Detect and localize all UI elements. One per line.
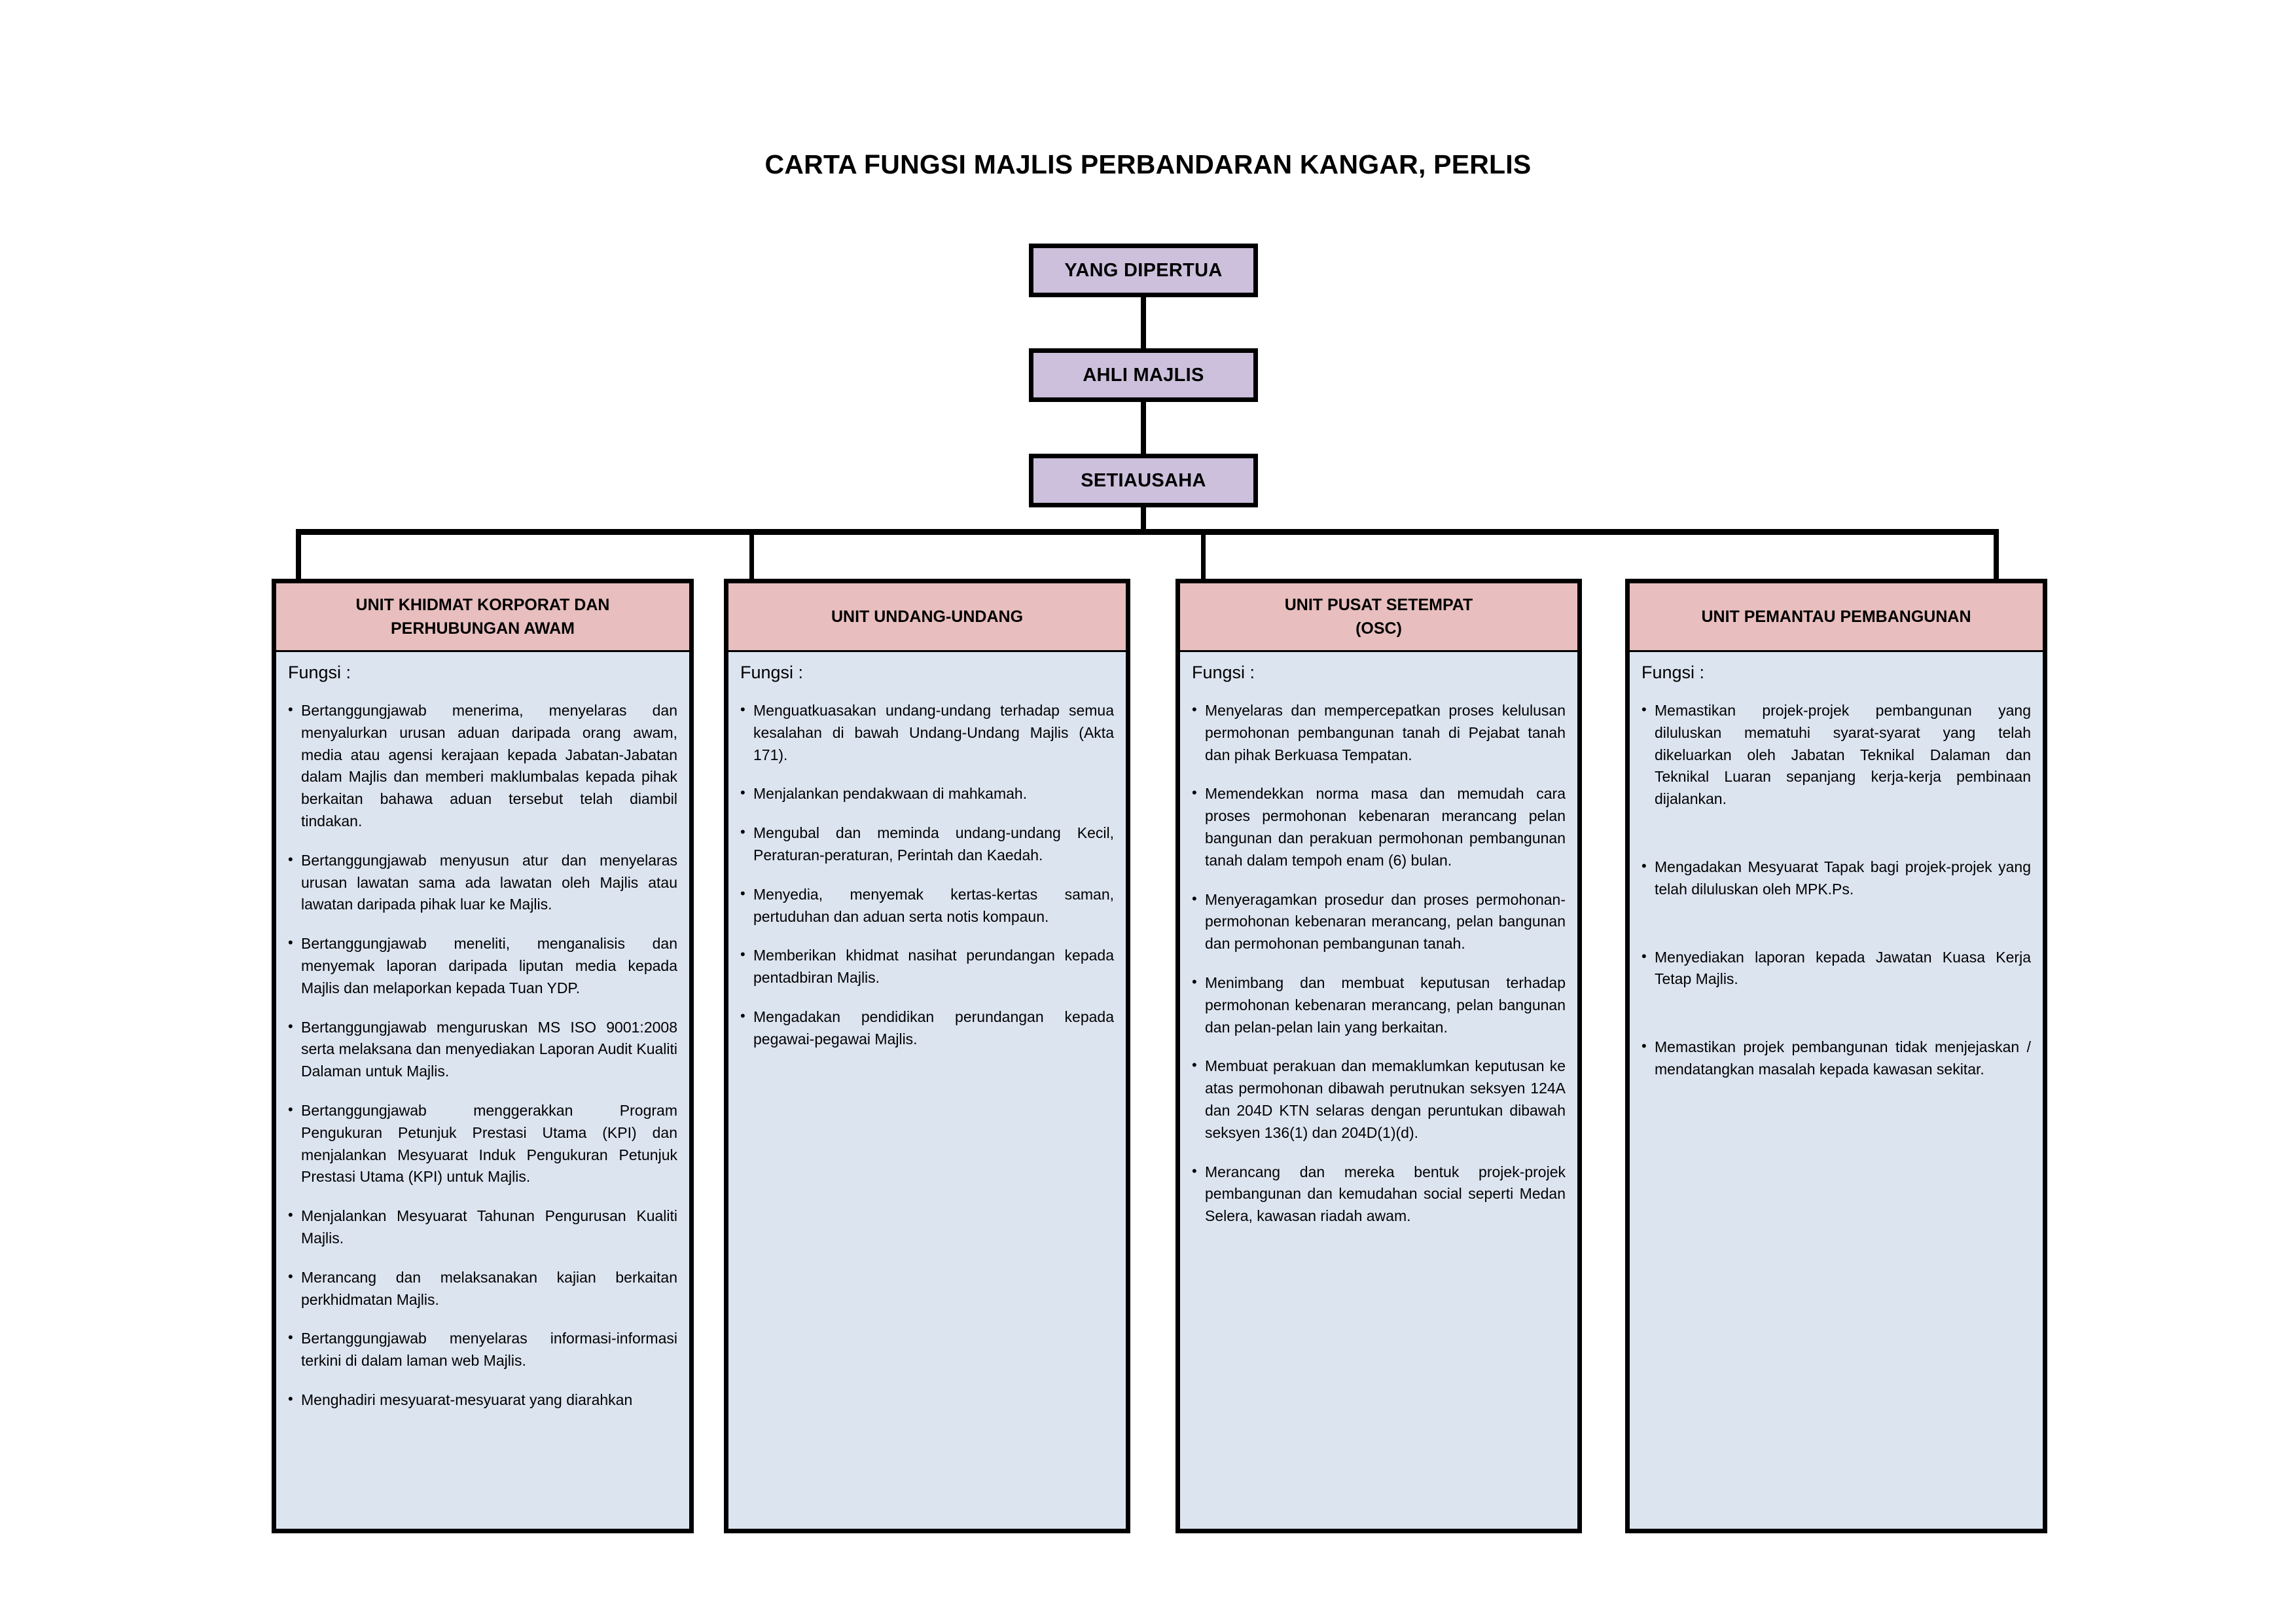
connector-drop-unit-1 [296,529,301,581]
connector-drop-unit-4 [1994,529,1999,581]
list-item: Menghadiri mesyuarat-mesyuarat yang diar… [288,1389,677,1412]
list-item: Bertanggungjawab menerima, menyelaras da… [288,699,677,833]
list-item: Mengadakan Mesyuarat Tapak bagi projek-p… [1641,856,2031,901]
list-item: Bertanggungjawab meneliti, menganalisis … [288,932,677,999]
list-item: Memastikan projek pembangunan tidak menj… [1641,1036,2031,1081]
connector-drop-unit-3 [1201,529,1206,581]
unit-title-line-2: (OSC) [1355,619,1402,638]
fungsi-label: Fungsi : [288,663,351,682]
fungsi-label: Fungsi : [740,663,804,682]
fungsi-label: Fungsi : [1192,663,1255,682]
list-item: Menjalankan pendakwaan di mahkamah. [740,782,1114,805]
list-item: Memendekkan norma masa dan memudah cara … [1192,782,1566,871]
list-item: Menjalankan Mesyuarat Tahunan Pengurusan… [288,1205,677,1250]
connector-horizontal-bus [296,529,1999,535]
list-item: Menguatkuasakan undang-undang terhadap s… [740,699,1114,766]
unit-title-line-2: PERHUBUNGAN AWAM [390,619,575,638]
org-box-yang-dipertua: YANG DIPERTUA [1029,244,1258,297]
unit-header-undang-undang: UNIT UNDANG-UNDANG [728,583,1126,652]
org-box-setiausaha-label: SETIAUSAHA [1081,469,1206,491]
unit-title-line-1: UNIT PUSAT SETEMPAT [1284,595,1473,614]
unit-body-undang-undang: Fungsi : Menguatkuasakan undang-undang t… [728,652,1126,1529]
unit-title-line-1: UNIT PEMANTAU PEMBANGUNAN [1701,607,1971,626]
list-item: Mengadakan pendidikan perundangan kepada… [740,1006,1114,1051]
unit-title-line-1: UNIT UNDANG-UNDANG [831,607,1024,626]
unit-header-pusat-setempat: UNIT PUSAT SETEMPAT (OSC) [1180,583,1577,652]
function-list-pusat-setempat: Menyelaras dan mempercepatkan proses kel… [1192,699,1566,1228]
unit-header-khidmat-korporat: UNIT KHIDMAT KORPORAT DAN PERHUBUNGAN AW… [276,583,689,652]
list-item: Menimbang dan membuat keputusan terhadap… [1192,972,1566,1038]
connector-ydp-to-ahli-majlis [1141,297,1146,348]
unit-header-pemantau-pembangunan: UNIT PEMANTAU PEMBANGUNAN [1630,583,2043,652]
list-item: Bertanggungjawab menguruskan MS ISO 9001… [288,1016,677,1083]
unit-body-pusat-setempat: Fungsi : Menyelaras dan mempercepatkan p… [1180,652,1577,1529]
list-item: Merancang dan melaksanakan kajian berkai… [288,1266,677,1311]
unit-body-pemantau-pembangunan: Fungsi : Memastikan projek-projek pemban… [1630,652,2043,1529]
connector-drop-unit-2 [749,529,754,581]
unit-column-khidmat-korporat: UNIT KHIDMAT KORPORAT DAN PERHUBUNGAN AW… [272,579,694,1533]
function-list-pemantau-pembangunan: Memastikan projek-projek pembangunan yan… [1641,699,2031,1081]
org-box-yang-dipertua-label: YANG DIPERTUA [1064,259,1223,281]
list-item: Mengubal dan meminda undang-undang Kecil… [740,822,1114,867]
unit-title-line-1: UNIT KHIDMAT KORPORAT DAN [355,595,610,614]
list-item: Membuat perakuan dan memaklumkan keputus… [1192,1055,1566,1144]
page-title: CARTA FUNGSI MAJLIS PERBANDARAN KANGAR, … [764,149,1532,179]
org-box-ahli-majlis: AHLI MAJLIS [1029,348,1258,402]
org-box-ahli-majlis-label: AHLI MAJLIS [1083,364,1204,386]
list-item: Menyediakan laporan kepada Jawatan Kuasa… [1641,946,2031,991]
list-item: Menyeragamkan prosedur dan proses permoh… [1192,888,1566,955]
unit-body-khidmat-korporat: Fungsi : Bertanggungjawab menerima, meny… [276,652,689,1529]
list-item: Menyedia, menyemak kertas-kertas saman, … [740,883,1114,928]
unit-column-pusat-setempat: UNIT PUSAT SETEMPAT (OSC) Fungsi : Menye… [1175,579,1582,1533]
connector-ahli-majlis-to-setiausaha [1141,402,1146,454]
list-item: Bertanggungjawab menyusun atur dan menye… [288,849,677,916]
list-item: Merancang dan mereka bentuk projek-proje… [1192,1161,1566,1228]
list-item: Bertanggungjawab menggerakkan Program Pe… [288,1099,677,1188]
connector-setiausaha-to-bus [1141,507,1146,532]
list-item: Memastikan projek-projek pembangunan yan… [1641,699,2031,811]
function-list-khidmat-korporat: Bertanggungjawab menerima, menyelaras da… [288,699,677,1412]
fungsi-label: Fungsi : [1641,663,1705,682]
unit-column-undang-undang: UNIT UNDANG-UNDANG Fungsi : Menguatkuasa… [724,579,1130,1533]
list-item: Bertanggungjawab menyelaras informasi-in… [288,1327,677,1372]
org-box-setiausaha: SETIAUSAHA [1029,454,1258,507]
function-list-undang-undang: Menguatkuasakan undang-undang terhadap s… [740,699,1114,1051]
list-item: Menyelaras dan mempercepatkan proses kel… [1192,699,1566,766]
list-item: Memberikan khidmat nasihat perundangan k… [740,944,1114,989]
unit-column-pemantau-pembangunan: UNIT PEMANTAU PEMBANGUNAN Fungsi : Memas… [1625,579,2047,1533]
